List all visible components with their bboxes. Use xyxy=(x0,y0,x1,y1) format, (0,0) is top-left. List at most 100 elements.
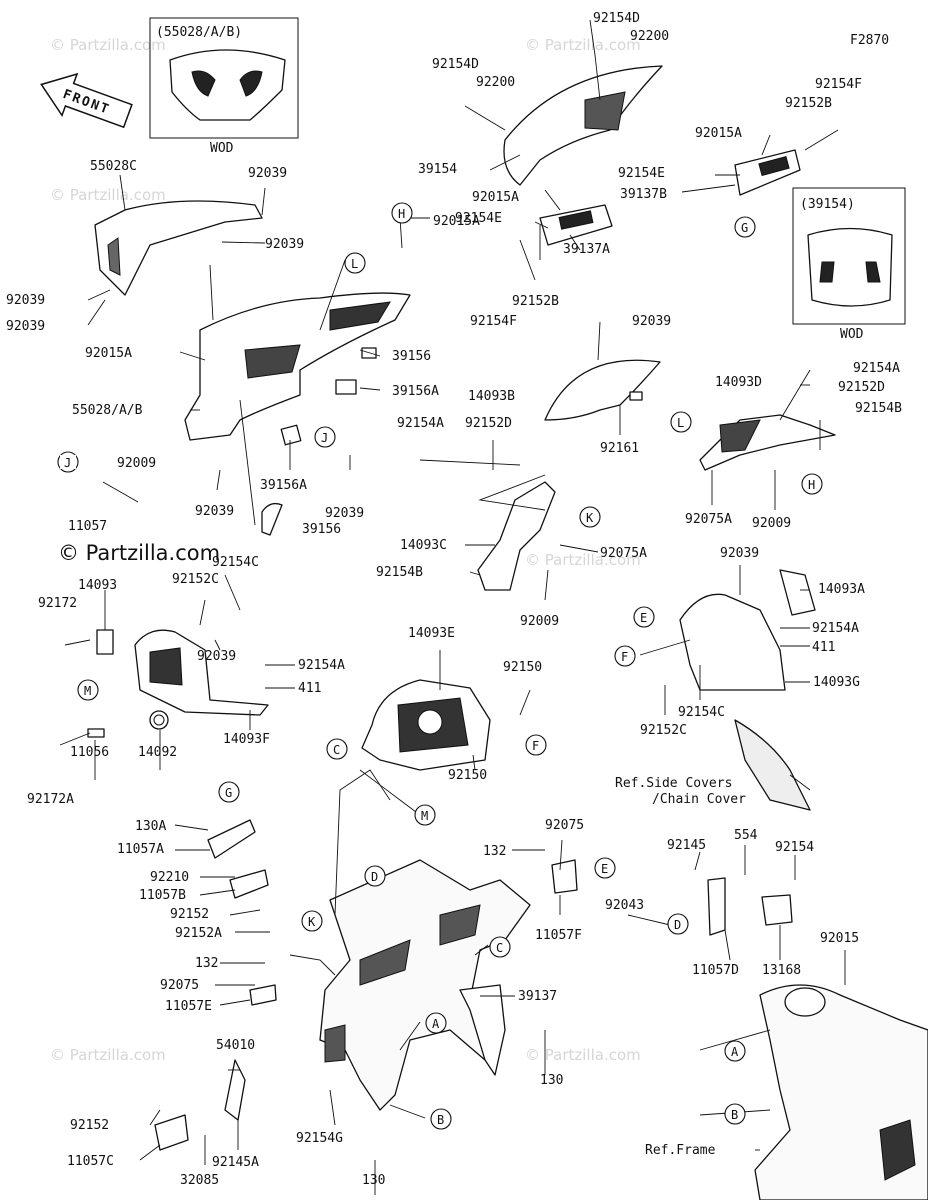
part-label: 92152C xyxy=(172,572,219,587)
part-label: 14093C xyxy=(400,538,447,553)
watermark: © Partzilla.com xyxy=(50,36,166,54)
part-label: 11057C xyxy=(67,1154,114,1169)
part-label: 92154 xyxy=(775,840,814,855)
part-label: 14093B xyxy=(468,389,515,404)
part-bracket-11057c-d-f xyxy=(154,859,793,1151)
part-label: 13168 xyxy=(762,963,801,978)
inset-caption: WOD xyxy=(210,141,234,156)
svg-text:F: F xyxy=(621,650,628,664)
part-label: 92039 xyxy=(265,237,304,252)
part-label: 92145 xyxy=(667,838,706,853)
part-label: Ref.Frame xyxy=(645,1143,716,1158)
part-bracket-11057a-b xyxy=(207,819,277,1006)
svg-text:A: A xyxy=(731,1045,739,1059)
part-label: 39137B xyxy=(620,187,667,202)
callout-circle: F xyxy=(525,734,547,756)
callout-circle: C xyxy=(326,738,348,760)
part-label: 92154F xyxy=(815,77,862,92)
callout-circle: E xyxy=(594,857,616,879)
part-label: 130 xyxy=(540,1073,563,1088)
part-label: 11057 xyxy=(68,519,107,534)
part-label: 92161 xyxy=(600,441,639,456)
leader-lines xyxy=(59,19,846,1195)
part-label: 14093D xyxy=(715,375,762,390)
svg-text:J: J xyxy=(321,431,328,445)
part-label: 92015A xyxy=(85,346,132,361)
part-label: 92150 xyxy=(448,768,487,783)
part-label: 11057E xyxy=(165,999,212,1014)
part-label: 39156 xyxy=(392,349,431,364)
part-label: 14093G xyxy=(813,675,860,690)
callout-circle: B xyxy=(724,1103,746,1125)
part-label: 92172 xyxy=(38,596,77,611)
callout-circle: K xyxy=(579,506,601,528)
part-label: 92039 xyxy=(248,166,287,181)
watermark-layer: © Partzilla.com © Partzilla.com © Partzi… xyxy=(50,36,641,1064)
svg-text:C: C xyxy=(333,743,340,757)
callout-circle: G xyxy=(734,216,756,238)
part-label: 39156 xyxy=(302,522,341,537)
inset-windscreen-variant: (39154) WOD xyxy=(792,187,906,342)
part-label: 92039 xyxy=(325,506,364,521)
svg-text:J: J xyxy=(64,456,71,470)
inset-title: (39154) xyxy=(800,197,855,212)
partzilla-watermark: © Partzilla.com xyxy=(58,541,220,565)
part-upper-cowl-55028 xyxy=(184,292,411,441)
part-label: 92015A xyxy=(472,190,519,205)
part-label: 92152D xyxy=(838,380,885,395)
callout-circle: D xyxy=(364,865,386,887)
inset-cowl-variant: (55028/A/B) WOD xyxy=(149,17,299,156)
part-label: 92200 xyxy=(476,75,515,90)
callout-circle: H xyxy=(391,202,413,224)
part-bracket-39137a xyxy=(539,204,613,246)
part-label: 411 xyxy=(812,640,835,655)
diagram-code: F2870 xyxy=(850,33,889,48)
watermark: © Partzilla.com xyxy=(50,186,166,204)
part-label: 39154 xyxy=(418,162,457,177)
callout-circle: H xyxy=(801,473,823,495)
callout-circle: M xyxy=(77,679,99,701)
part-label: 92154A xyxy=(298,658,345,673)
part-label: 92039 xyxy=(197,649,236,664)
svg-text:G: G xyxy=(741,221,748,235)
part-label: 55028/A/B xyxy=(72,403,143,418)
svg-text:E: E xyxy=(601,862,608,876)
callout-circle: L xyxy=(670,411,692,433)
svg-text:L: L xyxy=(351,257,358,271)
part-label: 92154C xyxy=(678,705,725,720)
part-label: 92009 xyxy=(520,614,559,629)
inset-title: (55028/A/B) xyxy=(156,25,242,40)
svg-text:M: M xyxy=(84,684,91,698)
part-label: 92154F xyxy=(470,314,517,329)
part-label: 92154B xyxy=(855,401,902,416)
part-label: 92200 xyxy=(630,29,669,44)
part-label: 92154A xyxy=(853,361,900,376)
part-label: 554 xyxy=(734,828,758,843)
part-cover-14093d xyxy=(699,414,836,471)
part-label: 92043 xyxy=(605,898,644,913)
part-cover-14093c xyxy=(477,481,556,591)
part-label: 54010 xyxy=(216,1038,255,1053)
part-label: 39156A xyxy=(392,384,439,399)
part-label: 92152 xyxy=(70,1118,109,1133)
part-label: 92154G xyxy=(296,1131,343,1146)
part-label: 92150 xyxy=(503,660,542,675)
part-label: 32085 xyxy=(180,1173,219,1188)
part-label: 11057D xyxy=(692,963,739,978)
part-label: 14093E xyxy=(408,626,455,641)
part-label: 11057B xyxy=(139,888,186,903)
svg-text:F: F xyxy=(532,739,539,753)
callout-circle: A xyxy=(425,1012,447,1034)
svg-text:A: A xyxy=(432,1017,440,1031)
part-label: 92154E xyxy=(455,211,502,226)
svg-text:B: B xyxy=(437,1113,444,1127)
part-label: 92015 xyxy=(820,931,859,946)
part-dash-14093f xyxy=(87,629,269,738)
svg-text:H: H xyxy=(808,478,815,492)
part-label: 411 xyxy=(298,681,321,696)
part-label: 14093F xyxy=(223,732,270,747)
callout-circle: E xyxy=(633,606,655,628)
part-label: 92039 xyxy=(6,319,45,334)
